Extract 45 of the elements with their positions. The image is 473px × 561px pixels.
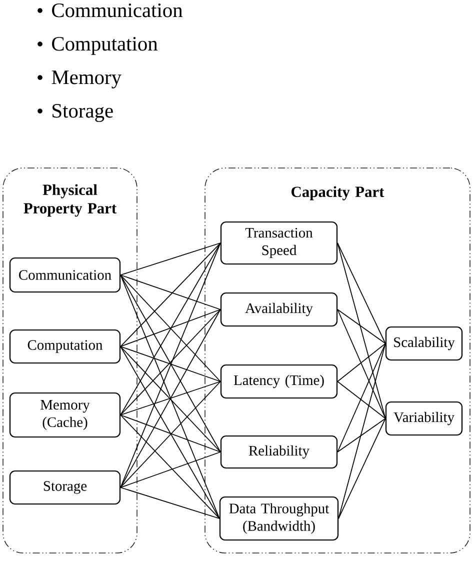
connector-line — [120, 414, 221, 452]
connector-line — [120, 242, 221, 488]
connector-line — [120, 274, 221, 310]
connector-line — [120, 242, 221, 416]
connector-line — [337, 343, 386, 382]
rounded-box: Memory (Cache) — [9, 392, 121, 438]
connector-line — [337, 381, 386, 419]
connector-line — [337, 309, 386, 419]
rounded-box: Scalability — [385, 326, 463, 361]
connector-line — [120, 346, 221, 382]
connector-line — [120, 274, 221, 452]
connector-line — [337, 418, 386, 452]
connector-line — [120, 346, 221, 452]
rounded-box: Variability — [385, 401, 463, 436]
connector-line — [120, 452, 221, 488]
connector-line — [338, 343, 386, 519]
rounded-box: Computation — [9, 329, 121, 364]
connector-line — [337, 242, 386, 344]
connector-line — [120, 414, 220, 519]
list-item: Memory — [52, 70, 122, 88]
rounded-box: Availability — [220, 292, 338, 327]
connector-line — [120, 274, 220, 519]
connector-line — [120, 381, 221, 416]
rounded-box: Latency (Time) — [220, 364, 338, 399]
connector-line — [120, 487, 220, 519]
connector-line — [337, 309, 386, 344]
rounded-box: Reliability — [220, 435, 338, 469]
rounded-box: Transaction Speed — [220, 221, 338, 265]
connector-line — [120, 381, 221, 488]
rounded-box: Data Throughput (Bandwidth) — [219, 496, 339, 541]
connector-line — [120, 309, 221, 488]
rounded-box: Storage — [9, 470, 121, 505]
connector-line — [120, 309, 221, 347]
connector-line — [120, 242, 221, 347]
rounded-box: Communication — [9, 257, 121, 293]
connector-line — [337, 343, 386, 452]
connector-line — [337, 242, 386, 419]
connector-line — [338, 418, 386, 519]
list-item: Communication — [52, 4, 183, 18]
connector-line — [120, 242, 221, 276]
list-item: Computation — [52, 37, 158, 55]
list-item: Storage — [52, 104, 113, 122]
connector-line — [120, 309, 221, 416]
connector-line — [120, 274, 221, 382]
connector-line — [120, 346, 220, 519]
